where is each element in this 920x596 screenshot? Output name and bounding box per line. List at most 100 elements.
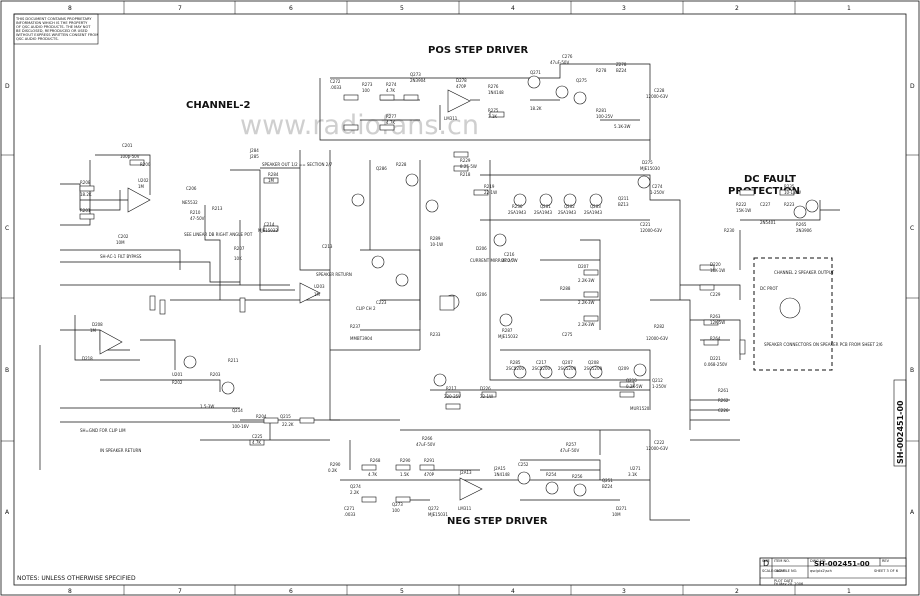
resistor-icon bbox=[263, 177, 279, 184]
ref-label: R262 bbox=[718, 398, 729, 403]
ref-label: R265 bbox=[796, 222, 807, 227]
row-label: B bbox=[910, 367, 914, 374]
ref-label: U271 bbox=[630, 466, 641, 471]
dc-fault-heading-2: PROTECTION bbox=[728, 186, 800, 197]
ref-label: C271 bbox=[344, 506, 355, 511]
side-doc-text: SH-002451-00 bbox=[896, 400, 905, 464]
ref-label: R273 bbox=[362, 82, 373, 87]
neg-step-driver-heading: NEG STEP DRIVER bbox=[447, 516, 548, 527]
transistor-icon bbox=[517, 471, 531, 485]
resistor-icon bbox=[263, 417, 279, 424]
value-label: 47uF-50V bbox=[560, 448, 579, 453]
ref-label: C222 bbox=[654, 440, 665, 445]
row-label: A bbox=[910, 509, 915, 516]
ref-label: R201 bbox=[80, 208, 91, 213]
col-label: 6 bbox=[289, 5, 293, 12]
value-label: 22-1W bbox=[484, 190, 497, 195]
transistor-symbols bbox=[183, 75, 819, 497]
ref-label: Q210 bbox=[626, 378, 637, 383]
ref-label: R228 bbox=[396, 162, 407, 167]
resistor-icon bbox=[619, 391, 635, 398]
cad-label: CAD FILE NO. bbox=[774, 569, 797, 573]
resistor-icon bbox=[583, 269, 599, 276]
col-label: 4 bbox=[511, 588, 515, 595]
ref-label: R281 bbox=[596, 108, 607, 113]
ref-label: D206 bbox=[476, 246, 487, 251]
transistor-icon bbox=[563, 365, 577, 379]
resistor-icon bbox=[489, 111, 505, 118]
transistor-icon bbox=[395, 273, 409, 287]
resistor-icon bbox=[79, 213, 95, 220]
value-label: 8.25-5W bbox=[460, 164, 477, 169]
ref-label: D221 bbox=[710, 356, 721, 361]
resistor-icon bbox=[263, 225, 279, 232]
resistor-icon bbox=[395, 464, 411, 471]
resistor-icon bbox=[699, 284, 715, 291]
ref-label: C206 bbox=[186, 186, 197, 191]
notes-text: NOTES: UNLESS OTHERWISE SPECIFIED bbox=[17, 575, 136, 582]
value-label: 12000-63V bbox=[646, 94, 668, 99]
value-label: 1M bbox=[314, 292, 321, 297]
ref-label: C225 bbox=[252, 434, 263, 439]
ref-label: Q275 bbox=[576, 78, 587, 83]
ref-label: C229 bbox=[710, 292, 721, 297]
row-label: B bbox=[5, 367, 9, 374]
transistor-icon bbox=[573, 483, 587, 497]
ref-label: R229 bbox=[460, 158, 471, 163]
ref-label: Q286 bbox=[376, 166, 387, 171]
col-label: 3 bbox=[622, 588, 626, 595]
resistor-icon bbox=[403, 94, 419, 101]
ref-label: R266 bbox=[422, 436, 433, 441]
ref-label: C227 bbox=[760, 202, 771, 207]
value-label: 5.1K-3W bbox=[614, 124, 631, 129]
note-line: WITHOUT EXPRESS WRITTEN CONSENT FROM bbox=[16, 33, 98, 37]
dc-fault-heading: DC FAULT bbox=[744, 174, 796, 185]
ref-label: R256 bbox=[572, 474, 583, 479]
value-label: 2.2K-3W bbox=[578, 278, 595, 283]
transistor-icon bbox=[221, 381, 235, 395]
opamp-icon bbox=[447, 89, 471, 113]
value-label: 100p-50V bbox=[120, 154, 140, 159]
note-label: SH-AC-1 FILT BYPASS bbox=[100, 254, 142, 259]
note-line: QSC AUDIO PRODUCTS. bbox=[16, 37, 59, 41]
ref-label: R257 bbox=[566, 442, 577, 447]
value-label: 1M bbox=[138, 184, 145, 189]
transistor-icon bbox=[183, 355, 197, 369]
channel-heading: CHANNEL-2 bbox=[186, 100, 251, 111]
value-label: 10-1W bbox=[430, 242, 443, 247]
resistor-icon bbox=[739, 339, 746, 355]
transistor-icon bbox=[371, 255, 385, 269]
transistor-icon bbox=[545, 481, 559, 495]
scale-text: SCALE: NONE bbox=[762, 569, 786, 573]
value-label: 100-25V bbox=[596, 114, 613, 119]
note-line: INFORMATION WHICH IS THE PROPERTY bbox=[16, 21, 88, 25]
transistor-icon bbox=[493, 233, 507, 247]
resistor-icon bbox=[453, 165, 469, 172]
rev-label: REV bbox=[882, 559, 890, 563]
value-label: .0033 bbox=[344, 512, 356, 517]
size-value: D bbox=[763, 559, 769, 568]
opamp-icon bbox=[127, 187, 151, 213]
value-label: 4.7K bbox=[368, 472, 377, 477]
note-line: THIS DOCUMENT CONTAINS PROPRIETARY bbox=[15, 17, 92, 21]
opamp-icon bbox=[299, 282, 321, 304]
plot-date: Fri May 20, 2006 bbox=[774, 582, 803, 586]
value-label: 2SC5200 bbox=[532, 366, 551, 371]
resistor-icon bbox=[299, 417, 315, 424]
ref-label: D271 bbox=[616, 506, 627, 511]
ref-label: C217 bbox=[536, 360, 547, 365]
transistor-icon bbox=[513, 365, 527, 379]
ref-label: D218 bbox=[82, 356, 93, 361]
transistor-icon bbox=[637, 175, 651, 189]
ref-label: R284 bbox=[268, 172, 279, 177]
row-labels: D C B A D C B A bbox=[5, 83, 915, 516]
col-label: 8 bbox=[68, 588, 72, 595]
ref-label: R268 bbox=[370, 458, 381, 463]
ref-label: J2A15 bbox=[493, 466, 506, 471]
ref-label: R254 bbox=[546, 472, 557, 477]
ref-label: R208 bbox=[80, 180, 91, 185]
ref-label: C216 bbox=[504, 252, 515, 257]
ref-label: R210 bbox=[190, 210, 201, 215]
ref-label: R278 bbox=[596, 68, 607, 73]
transistor-icon bbox=[527, 75, 541, 89]
